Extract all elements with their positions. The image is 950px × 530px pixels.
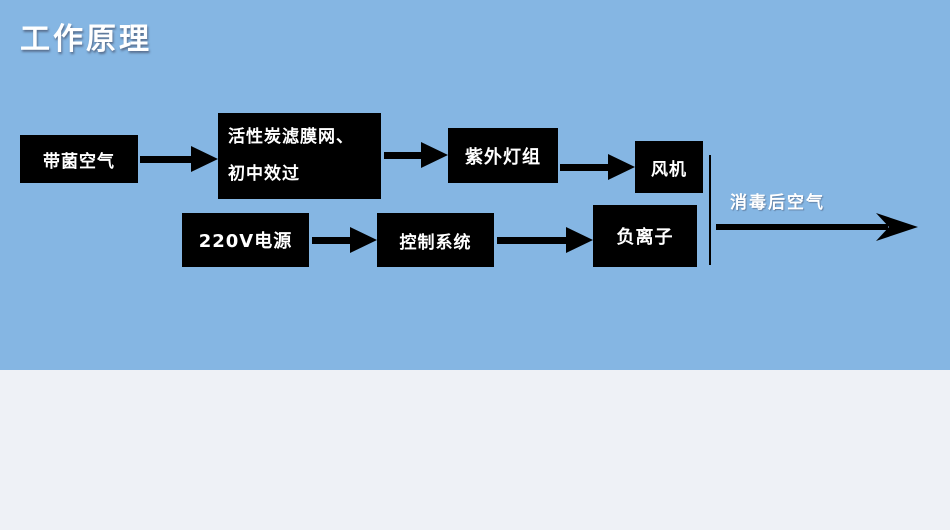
arrow-input-to-filter xyxy=(140,146,218,172)
arrow-head-icon xyxy=(566,227,593,253)
slide-title: 工作原理 xyxy=(20,22,152,57)
node-filter-label: 活性炭滤膜网、 初中效过 xyxy=(228,119,354,193)
arrow-head-icon xyxy=(421,142,448,168)
node-filter-line2: 初中效过 xyxy=(228,164,300,184)
arrow-uv-to-fan xyxy=(560,154,635,180)
arrow-head-icon xyxy=(350,227,377,253)
node-control-system: 控制系统 xyxy=(377,213,494,267)
arrow-shaft xyxy=(140,155,191,163)
arrow-control-to-anion xyxy=(497,227,593,253)
arrow-shaft xyxy=(560,163,608,171)
arrow-head-icon xyxy=(608,154,635,180)
arrow-shaft xyxy=(384,151,421,159)
node-anion: 负离子 xyxy=(593,205,697,267)
arrow-power-to-control xyxy=(312,227,377,253)
output-air-label: 消毒后空气 xyxy=(730,193,825,213)
node-uv-lamps: 紫外灯组 xyxy=(448,128,558,183)
node-fan: 风机 xyxy=(635,141,703,193)
arrow-filter-to-uv xyxy=(384,142,448,168)
arrow-shaft xyxy=(312,236,350,244)
arrow-shaft xyxy=(497,236,566,244)
diagram-background xyxy=(0,0,950,370)
arrow-head-icon xyxy=(191,146,218,172)
node-filter: 活性炭滤膜网、 初中效过 xyxy=(218,113,381,199)
node-filter-line1: 活性炭滤膜网、 xyxy=(228,127,354,147)
node-power-supply: 220V电源 xyxy=(182,213,309,267)
output-separator-line xyxy=(709,155,711,265)
output-arrow-icon xyxy=(716,213,918,241)
node-input-air: 带菌空气 xyxy=(20,135,138,183)
